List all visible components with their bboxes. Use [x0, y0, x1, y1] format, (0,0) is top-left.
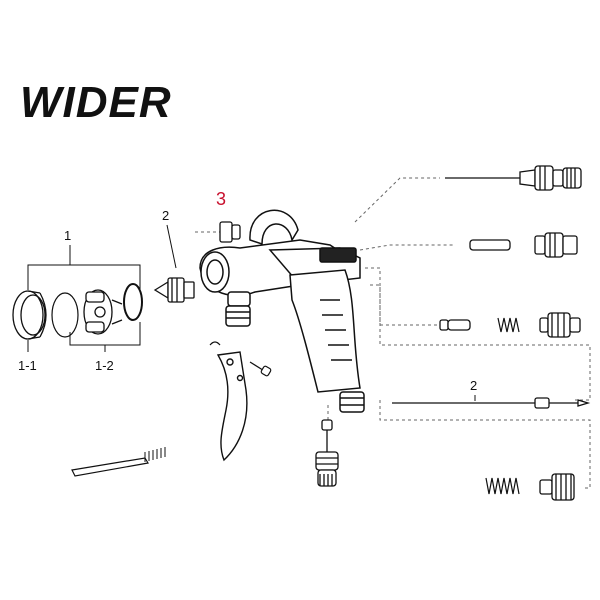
valve-knob-icon	[469, 232, 578, 258]
callout-1-1: 1-1	[18, 358, 37, 373]
spring-icon	[485, 477, 520, 495]
fluid-knob-icon	[539, 473, 575, 501]
callout-needle-2: 2	[470, 378, 477, 393]
callout-fitting-3: 3	[216, 189, 226, 209]
air-inlet-icon	[539, 312, 581, 338]
air-valve-icon	[439, 319, 471, 331]
air-cap-icon	[83, 289, 123, 335]
callout-1: 1	[64, 228, 71, 243]
spring-icon	[497, 317, 520, 333]
dashed-connectors	[354, 177, 591, 489]
clip-icon	[209, 341, 221, 346]
bracket-1	[27, 245, 141, 290]
spray-gun-body-icon	[199, 209, 365, 413]
cap-ring-icon	[12, 290, 47, 340]
trigger-icon	[216, 351, 248, 462]
trigger-pin-icon	[249, 361, 272, 377]
brand-logo: WIDER	[20, 78, 172, 127]
nozzle-icon	[153, 277, 195, 303]
callout-nozzle-2: 2	[162, 208, 169, 223]
brush-icon	[71, 447, 166, 477]
fluid-adjuster-icon	[315, 419, 339, 487]
small-fitting-icon	[219, 221, 241, 243]
callout-1-2: 1-2	[95, 358, 114, 373]
o-ring-icon	[123, 283, 143, 321]
bracket-1-2	[69, 322, 141, 352]
seal-ring-icon	[51, 292, 79, 338]
needle-rod-icon	[392, 397, 591, 409]
brand-wordmark: WIDER	[20, 78, 172, 127]
pattern-knob-icon	[445, 165, 582, 191]
